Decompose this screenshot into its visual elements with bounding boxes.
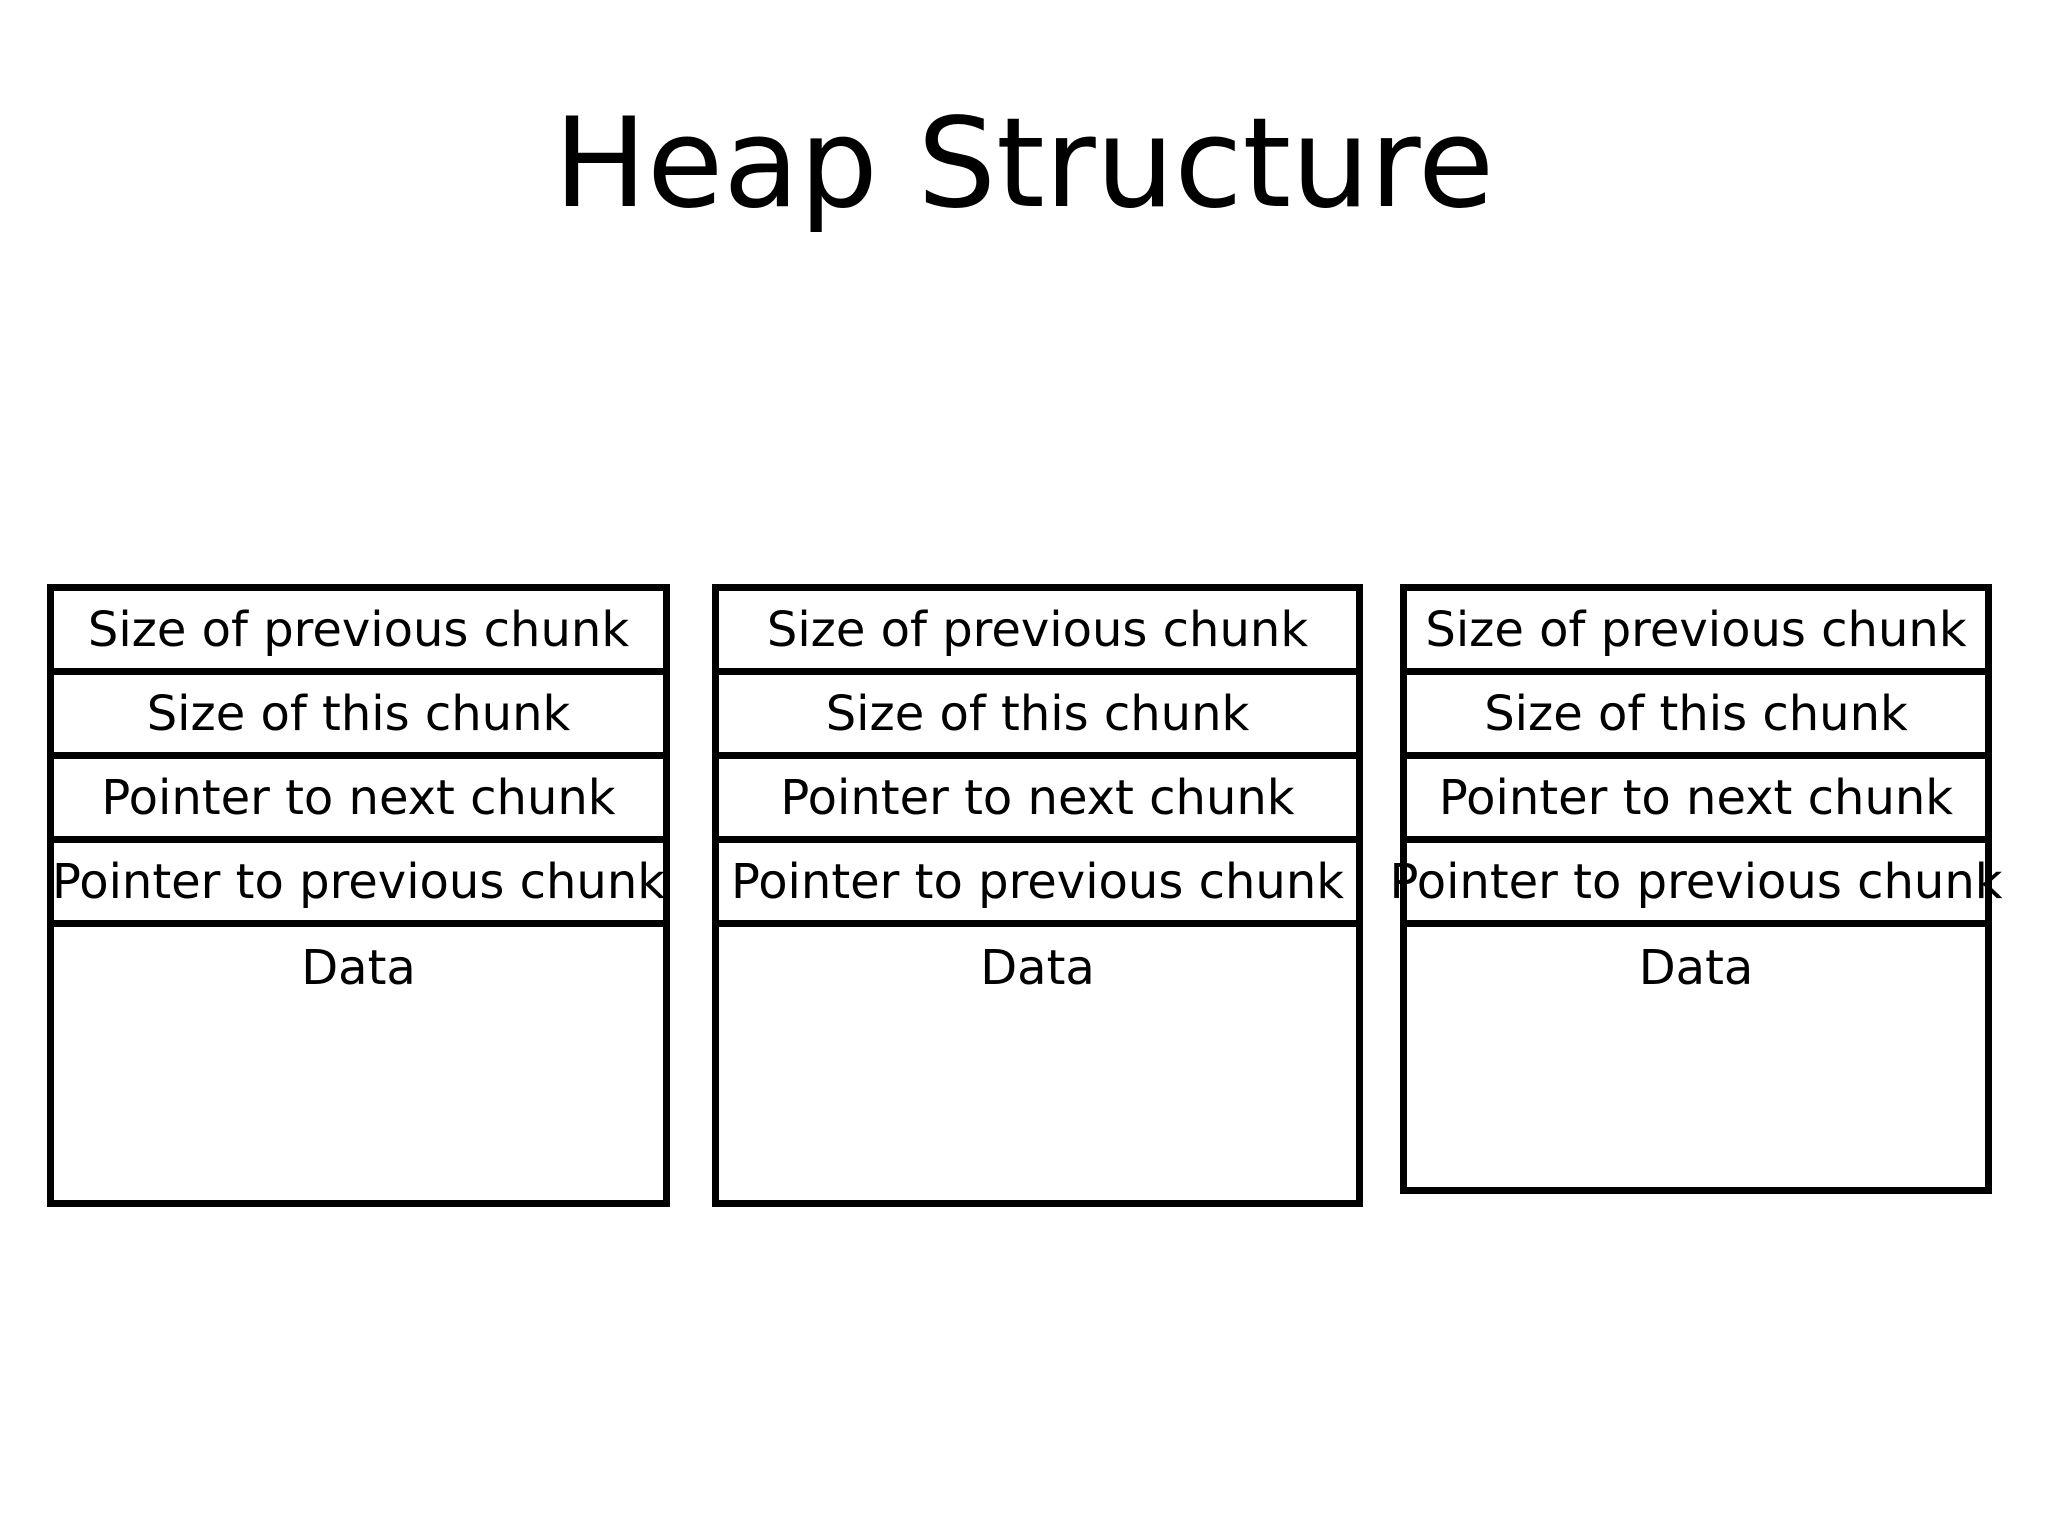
chunk-field-size-previous-chunk: Size of previous chunk xyxy=(1407,591,1985,675)
chunk-field-size-this-chunk: Size of this chunk xyxy=(719,675,1356,759)
chunk-field-size-this-chunk: Size of this chunk xyxy=(54,675,663,759)
chunk-field-size-this-chunk: Size of this chunk xyxy=(1407,675,1985,759)
chunk-field-size-previous-chunk: Size of previous chunk xyxy=(719,591,1356,675)
chunk-field-pointer-next-chunk: Pointer to next chunk xyxy=(1407,759,1985,843)
heap-chunk-1: Size of previous chunk Size of this chun… xyxy=(47,584,670,1207)
chunk-field-pointer-next-chunk: Pointer to next chunk xyxy=(54,759,663,843)
chunk-field-pointer-previous-chunk: Pointer to previous chunk xyxy=(719,843,1356,927)
chunk-field-pointer-next-chunk: Pointer to next chunk xyxy=(719,759,1356,843)
heap-chunk-2: Size of previous chunk Size of this chun… xyxy=(712,584,1363,1207)
chunk-field-data: Data xyxy=(301,940,416,996)
chunk-field-pointer-previous-chunk: Pointer to previous chunk xyxy=(1389,843,2003,927)
chunk-field-size-previous-chunk: Size of previous chunk xyxy=(54,591,663,675)
heap-chunk-3: Size of previous chunk Size of this chun… xyxy=(1389,584,2003,1194)
page-title: Heap Structure xyxy=(553,92,1495,236)
chunk-field-data: Data xyxy=(1638,940,1754,996)
chunk-field-data: Data xyxy=(980,940,1095,996)
chunk-field-pointer-previous-chunk: Pointer to previous chunk xyxy=(52,843,665,927)
